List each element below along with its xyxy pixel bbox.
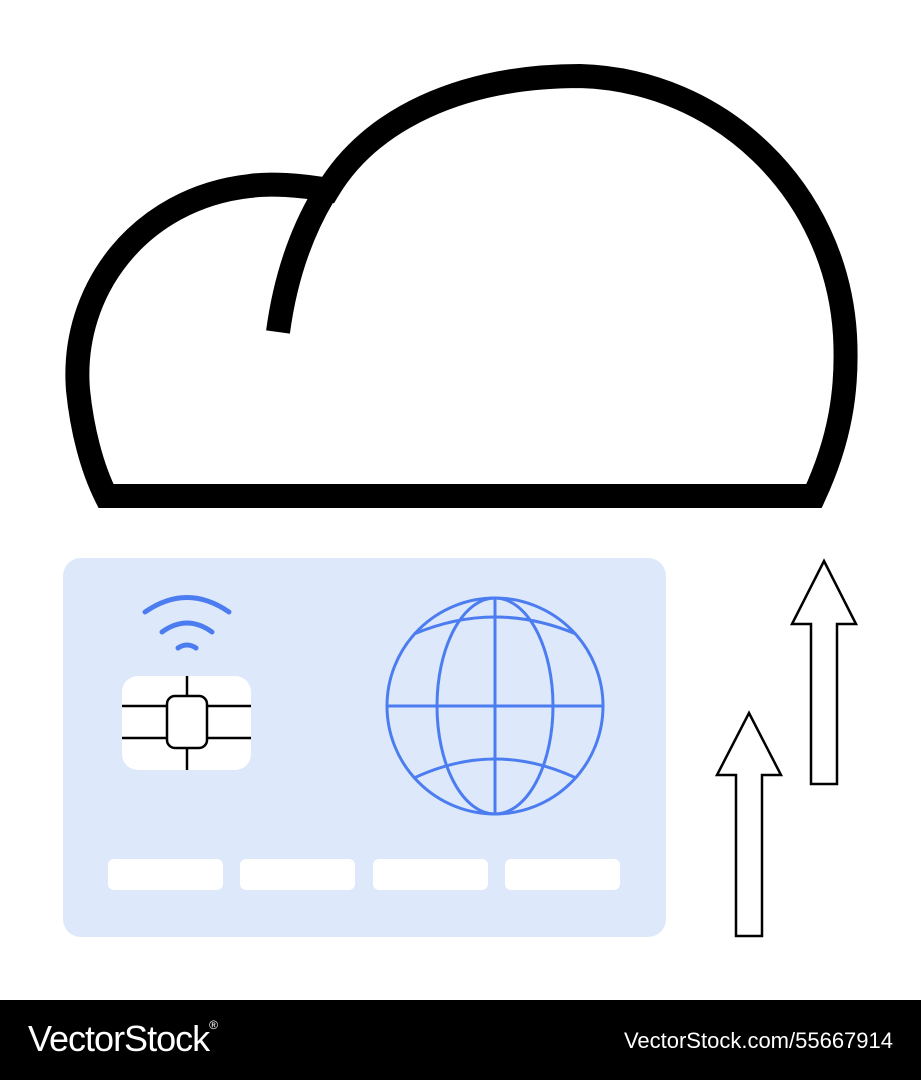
wireless-icon bbox=[142, 595, 232, 651]
card-number-block bbox=[240, 859, 355, 890]
upload-arrow-icon bbox=[789, 558, 859, 786]
cloud-icon bbox=[65, 63, 858, 508]
card-number-block bbox=[505, 859, 620, 890]
image-id-text: VectorStock.com/55667914 bbox=[623, 1028, 893, 1053]
brand-logo[interactable]: VectorStock® bbox=[28, 1018, 218, 1060]
card-number-block bbox=[108, 859, 223, 890]
brand-name: VectorStock bbox=[28, 1018, 210, 1059]
cloud-payment-illustration bbox=[63, 63, 859, 938]
chip-icon bbox=[122, 676, 251, 770]
credit-card-icon bbox=[63, 558, 666, 937]
registered-mark: ® bbox=[209, 1018, 218, 1032]
upload-arrow-icon bbox=[714, 710, 784, 938]
card-number-block bbox=[373, 859, 488, 890]
card-body bbox=[63, 558, 666, 937]
globe-icon bbox=[385, 596, 605, 816]
card-number-blocks bbox=[108, 859, 620, 890]
footer-bar: VectorStock® VectorStock.com/55667914 bbox=[0, 1000, 921, 1080]
